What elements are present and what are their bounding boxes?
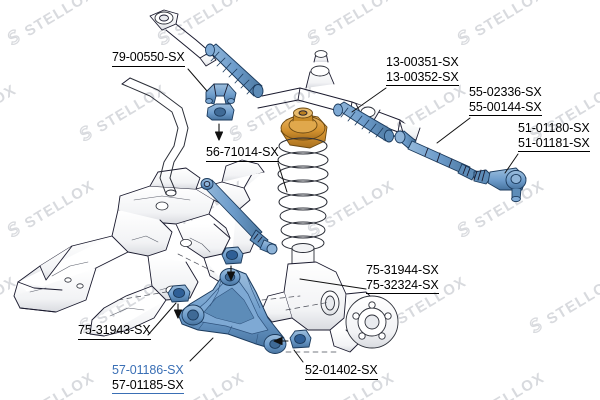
part-number-text: 79-00550-SX bbox=[112, 50, 185, 64]
leader-line bbox=[504, 153, 519, 174]
label-leader-lines bbox=[147, 68, 519, 363]
control-arm-part bbox=[177, 268, 287, 354]
control-arm-bush-front-part bbox=[167, 284, 191, 303]
label-underline bbox=[78, 338, 151, 340]
leader-line bbox=[293, 349, 304, 363]
construction-dashed-lines bbox=[117, 253, 337, 353]
leader-line bbox=[351, 87, 387, 113]
part-number-text: 13-00352-SX bbox=[386, 69, 459, 84]
assembly-arrow-front-bush bbox=[173, 303, 183, 319]
part-number-text: 57-01185-SX bbox=[112, 377, 184, 392]
leader-line bbox=[299, 278, 367, 290]
part-number-text: 13-00351-SX bbox=[386, 55, 459, 69]
assembly-arrow-bushing bbox=[214, 123, 224, 141]
stabilizer-link-part bbox=[200, 178, 278, 255]
leader-line bbox=[147, 302, 177, 336]
ball-joint-part bbox=[289, 329, 312, 349]
label-underline bbox=[366, 293, 439, 294]
subframe-detail-lines bbox=[29, 195, 211, 317]
outer-tie-rod-end-part bbox=[473, 167, 527, 203]
assembly-arrow-ball-joint bbox=[273, 336, 289, 346]
label-underline bbox=[206, 160, 279, 162]
assembly-arrow-rear-bush bbox=[226, 265, 236, 281]
label-52-01402: 52-01402-SX bbox=[305, 363, 378, 380]
stabilizer-bushing-part bbox=[206, 103, 235, 121]
part-number-text: 57-01186-SX bbox=[112, 363, 184, 377]
label-underline bbox=[469, 115, 542, 116]
label-79-00550: 79-00550-SX bbox=[112, 50, 185, 67]
leader-line bbox=[189, 337, 214, 362]
part-number-text: 51-01181-SX bbox=[518, 135, 590, 150]
rack-boot-left-part bbox=[205, 43, 264, 98]
label-56-71014: 56-71014-SX bbox=[206, 145, 279, 162]
part-number-text: 75-31943-SX bbox=[78, 323, 151, 337]
wheel-hub-part bbox=[345, 295, 399, 349]
part-number-text: 75-31944-SX bbox=[366, 263, 439, 277]
label-underline bbox=[305, 378, 378, 380]
part-number-text: 52-01402-SX bbox=[305, 363, 378, 377]
stabilizer-bar-part bbox=[121, 77, 189, 197]
part-number-text: 51-01180-SX bbox=[518, 121, 590, 135]
part-number-text: 55-00144-SX bbox=[469, 99, 542, 114]
control-arm-bush-rear-part bbox=[221, 246, 244, 265]
label-underline bbox=[518, 151, 590, 152]
label-underline bbox=[112, 65, 185, 67]
leader-line bbox=[277, 162, 288, 193]
stabilizer-bushing-clamp-part bbox=[205, 83, 237, 105]
label-underline bbox=[112, 393, 184, 394]
inner-tie-rod-part bbox=[393, 130, 477, 181]
label-underline bbox=[386, 85, 459, 86]
part-number-text: 56-71014-SX bbox=[206, 145, 279, 159]
steering-rack-part bbox=[149, 9, 421, 143]
label-75-31943: 75-31943-SX bbox=[78, 323, 151, 340]
leader-line bbox=[436, 117, 471, 144]
part-number-text: 55-02336-SX bbox=[469, 85, 542, 99]
leader-line bbox=[187, 68, 208, 92]
part-number-text: 75-32324-SX bbox=[366, 277, 439, 292]
